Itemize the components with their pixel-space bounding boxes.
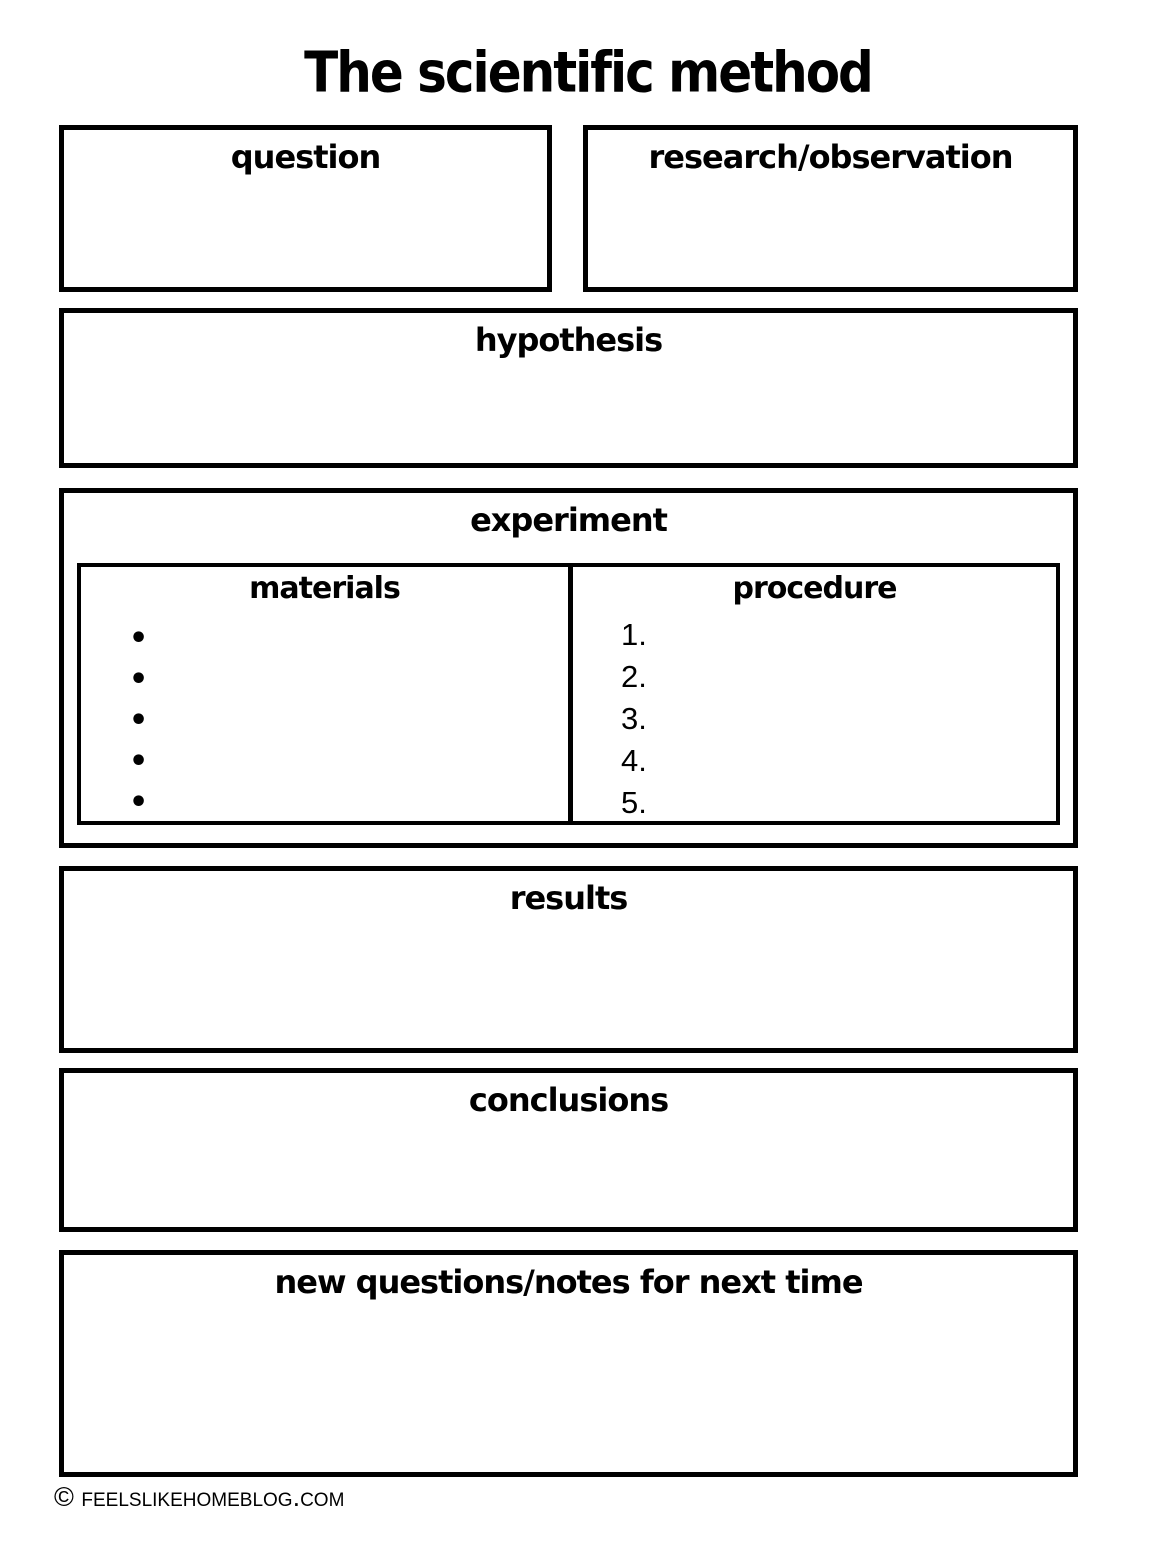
results-box: results bbox=[59, 866, 1078, 1053]
experiment-box: experiment materials • • • • • procedure… bbox=[59, 488, 1078, 848]
materials-bullet: • bbox=[129, 744, 149, 779]
research-observation-box: research/observation bbox=[583, 125, 1078, 292]
copyright-notice: © feelslikehomeblog.com bbox=[54, 1482, 345, 1512]
conclusions-box: conclusions bbox=[59, 1068, 1078, 1232]
procedure-step-number: 2. bbox=[621, 659, 647, 694]
materials-column: materials • • • • • bbox=[81, 567, 573, 821]
results-heading: results bbox=[509, 879, 629, 917]
question-heading: question bbox=[230, 138, 381, 176]
materials-bullet-list: • • • • • bbox=[81, 618, 568, 823]
hypothesis-box: hypothesis bbox=[59, 308, 1078, 468]
conclusions-heading: conclusions bbox=[468, 1081, 669, 1119]
procedure-step-number: 5. bbox=[621, 785, 647, 820]
new-questions-box: new questions/notes for next time bbox=[59, 1250, 1078, 1477]
procedure-step-number: 1. bbox=[621, 617, 647, 652]
experiment-heading: experiment bbox=[470, 501, 668, 539]
materials-bullet: • bbox=[129, 662, 149, 697]
procedure-step-number: 3. bbox=[621, 701, 647, 736]
question-box: question bbox=[59, 125, 552, 292]
materials-bullet: • bbox=[129, 621, 149, 656]
procedure-number-list: 1. 2. 3. 4. 5. bbox=[573, 614, 1056, 824]
procedure-column: procedure 1. 2. 3. 4. 5. bbox=[573, 567, 1056, 821]
research-observation-heading: research/observation bbox=[648, 138, 1014, 176]
hypothesis-heading: hypothesis bbox=[474, 321, 663, 359]
materials-bullet: • bbox=[129, 785, 149, 820]
materials-bullet: • bbox=[129, 703, 149, 738]
materials-heading: materials bbox=[249, 571, 401, 606]
new-questions-heading: new questions/notes for next time bbox=[274, 1263, 863, 1301]
procedure-step-number: 4. bbox=[621, 743, 647, 778]
materials-procedure-table: materials • • • • • procedure 1. 2. 3. 4… bbox=[77, 563, 1060, 825]
procedure-heading: procedure bbox=[732, 571, 898, 606]
page-title: The scientific method bbox=[304, 40, 874, 105]
